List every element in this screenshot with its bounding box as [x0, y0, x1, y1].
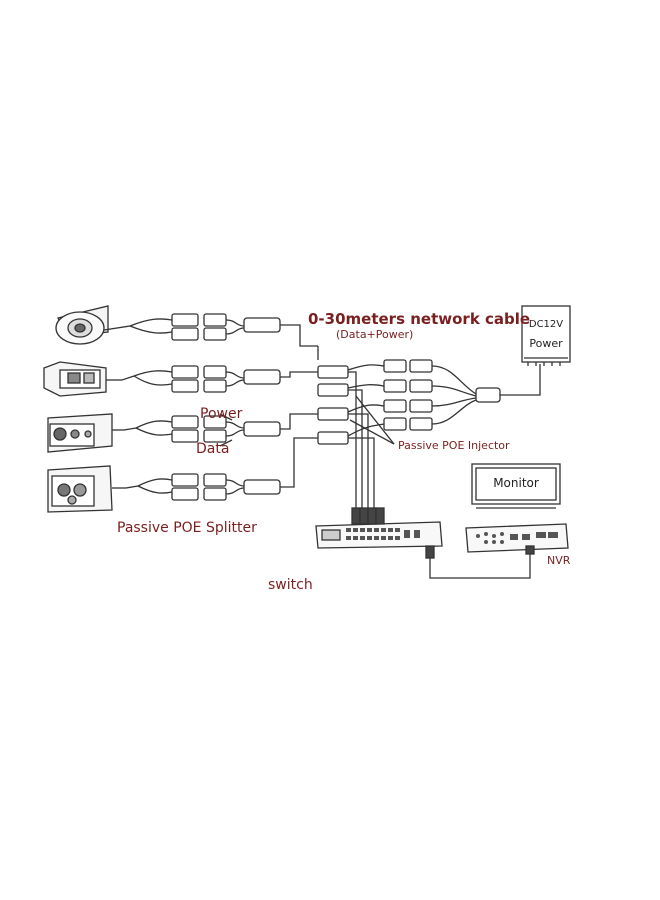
- monitor-icon: [471, 463, 561, 509]
- data-label: Data: [196, 441, 230, 457]
- cable-subtitle: (Data+Power): [336, 328, 414, 341]
- splitter-label: Passive POE Splitter: [117, 520, 257, 536]
- cable-title: 0-30meters network cable: [308, 310, 531, 328]
- monitor-label: Monitor: [493, 476, 539, 490]
- nvr-icon: [465, 523, 569, 555]
- injector-label: Passive POE Injector: [398, 439, 510, 452]
- power-label: Power: [200, 406, 243, 422]
- power-supply-icon: [521, 305, 571, 366]
- psu-voltage-label: DC12V: [528, 319, 564, 330]
- box-camera-icon: [47, 413, 124, 453]
- switch-icon: [315, 507, 531, 579]
- dc-splitter: [383, 359, 541, 431]
- switch-label: switch: [268, 577, 313, 593]
- nvr-label: NVR: [547, 554, 571, 567]
- injector-group: [317, 346, 385, 508]
- splitter-row-2: [121, 365, 318, 393]
- splitter-row-1: [103, 313, 318, 347]
- large-camera-icon: [47, 465, 126, 513]
- bullet-camera-icon: [43, 361, 122, 397]
- splitter-row-3: [123, 413, 318, 443]
- splitter-row-4: [125, 437, 318, 501]
- dome-camera-icon: [55, 305, 109, 345]
- psu-power-label: Power: [529, 337, 563, 350]
